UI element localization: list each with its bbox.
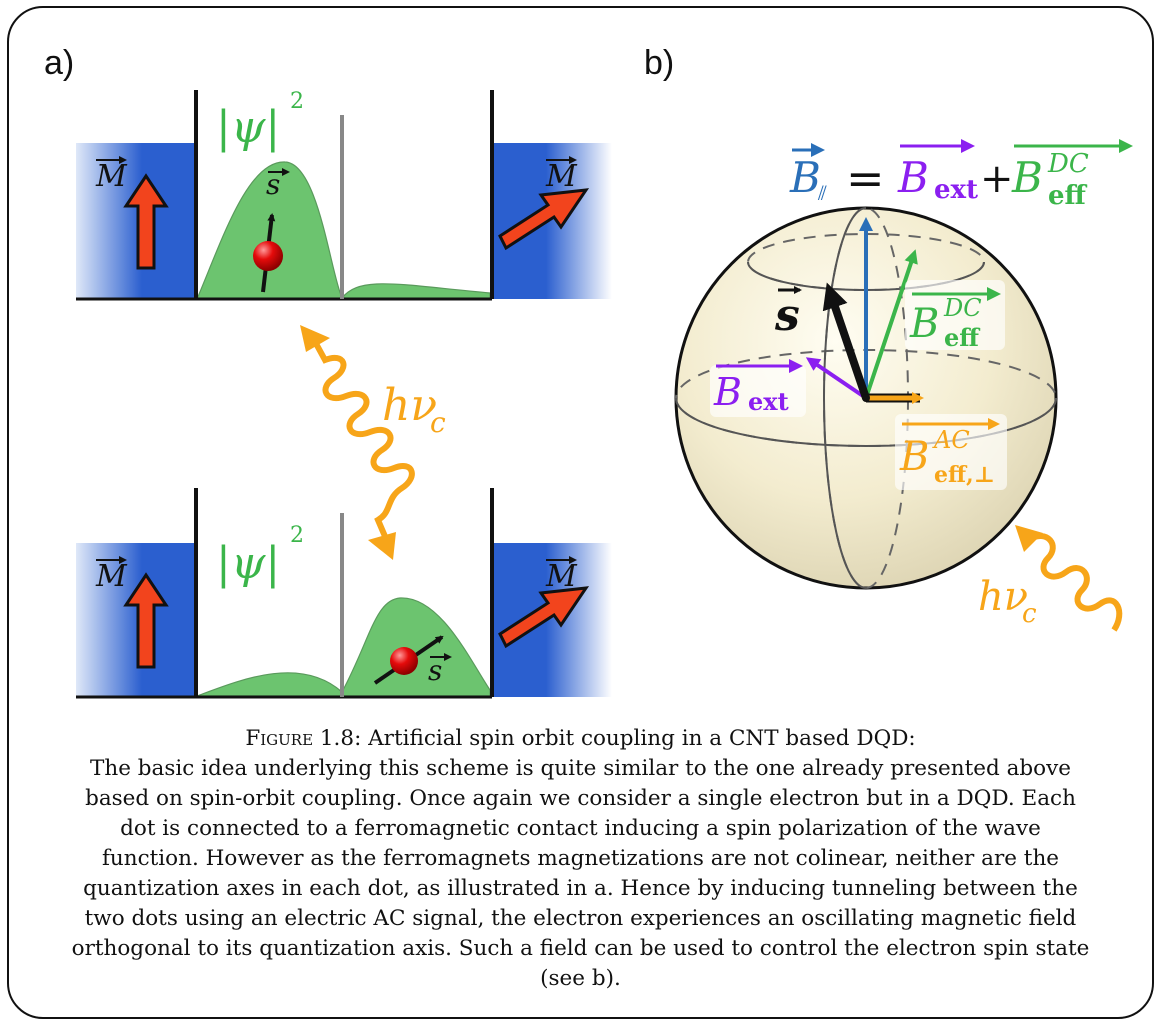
field-equation: B ⫽ = B ext + B DC eff bbox=[789, 139, 1133, 211]
bdc-label-bg bbox=[905, 280, 1005, 350]
electron-top bbox=[253, 241, 283, 271]
photon-sub-b: c bbox=[1022, 599, 1037, 629]
figure-caption: Figure 1.8: Artificial spin orbit coupli… bbox=[70, 724, 1091, 994]
meridian-front bbox=[823, 207, 867, 589]
sphere-center bbox=[862, 394, 870, 402]
b-ext-vector bbox=[805, 357, 868, 400]
photon-wave-a bbox=[310, 336, 415, 550]
photon-sub-a: c bbox=[430, 406, 446, 439]
bdc-label-sup: DC bbox=[943, 294, 982, 322]
psi-exponent-bottom: 2 bbox=[290, 523, 304, 548]
magnet-label-left: M bbox=[95, 159, 128, 194]
caption-body: The basic idea underlying this scheme is… bbox=[71, 756, 1090, 991]
photon-wave-b bbox=[1026, 533, 1123, 632]
magnetization-arrow-right-bottom bbox=[498, 586, 590, 649]
spin-label-sphere: s bbox=[774, 290, 800, 341]
eq-b-ext-sub: ext bbox=[934, 175, 978, 205]
eq-b-parallel-sub: ⫽ bbox=[817, 181, 827, 205]
bloch-sphere bbox=[674, 206, 1058, 590]
photon-a: hν c bbox=[300, 325, 446, 560]
photon-head-up bbox=[300, 325, 330, 352]
bext-label-bg bbox=[710, 365, 806, 417]
bdc-label: B bbox=[909, 301, 939, 347]
magnet-label-left-bottom: M bbox=[95, 559, 128, 594]
psi-label-top: |ψ| bbox=[216, 102, 280, 153]
magnetization-arrow-left-bottom bbox=[123, 572, 169, 669]
spin-label-bottom: s bbox=[428, 654, 442, 687]
bac-label: B bbox=[899, 434, 929, 480]
spin-label-top: s bbox=[266, 168, 280, 201]
eq-b-eff: B bbox=[1011, 153, 1043, 202]
bac-label-sup: AC bbox=[932, 426, 970, 454]
figure-graphic: a) b) M M |ψ| 2 s M bbox=[44, 44, 1133, 699]
bext-label-sub: ext bbox=[748, 387, 789, 416]
magnet-label-right: M bbox=[545, 159, 578, 194]
bottom-double-dot: M M |ψ| 2 s bbox=[76, 488, 612, 699]
bext-label: B bbox=[713, 370, 742, 414]
bac-label-sub: eff,⊥ bbox=[934, 462, 995, 488]
electron-bottom bbox=[390, 647, 418, 675]
eq-b-ext: B bbox=[897, 153, 929, 202]
bac-label-bg bbox=[895, 414, 1007, 490]
eq-b-parallel: B bbox=[789, 153, 821, 202]
eq-equals: = bbox=[846, 151, 885, 205]
bdc-label-sub: eff bbox=[944, 323, 980, 352]
eq-b-eff-sub: eff bbox=[1048, 181, 1088, 211]
magnetization-arrow-right bbox=[498, 188, 590, 251]
photon-b: hν c bbox=[978, 525, 1123, 632]
equator-front bbox=[675, 397, 1057, 447]
photon-label-a: hν bbox=[382, 380, 437, 431]
right-ferromagnet-bottom bbox=[492, 543, 612, 697]
psi-exponent-top: 2 bbox=[290, 89, 304, 114]
eq-b-eff-sup: DC bbox=[1047, 149, 1089, 179]
psi-label-bottom: |ψ| bbox=[216, 538, 280, 589]
panel-a-label: a) bbox=[44, 44, 74, 82]
magnet-label-right-bottom: M bbox=[545, 559, 578, 594]
spin-vector-sphere bbox=[822, 282, 870, 400]
top-double-dot: M M |ψ| 2 s bbox=[76, 89, 612, 301]
eq-plus: + bbox=[980, 156, 1014, 202]
figure-frame bbox=[7, 6, 1154, 1019]
b-dc-vector bbox=[864, 249, 918, 399]
photon-label-b: hν bbox=[978, 574, 1028, 620]
caption-title: Artificial spin orbit coupling in a CNT … bbox=[368, 726, 916, 751]
caption-label: Figure 1.8: bbox=[245, 726, 362, 751]
photon-head-down bbox=[368, 532, 396, 560]
photon-head-b bbox=[1015, 525, 1043, 552]
left-ferromagnet-bottom bbox=[76, 543, 196, 697]
wavefunction-right-dot bbox=[196, 597, 491, 697]
panel-b-label: b) bbox=[644, 44, 674, 82]
right-ferromagnet bbox=[492, 143, 612, 299]
magnetization-arrow-left bbox=[123, 173, 169, 270]
left-ferromagnet bbox=[76, 143, 196, 299]
